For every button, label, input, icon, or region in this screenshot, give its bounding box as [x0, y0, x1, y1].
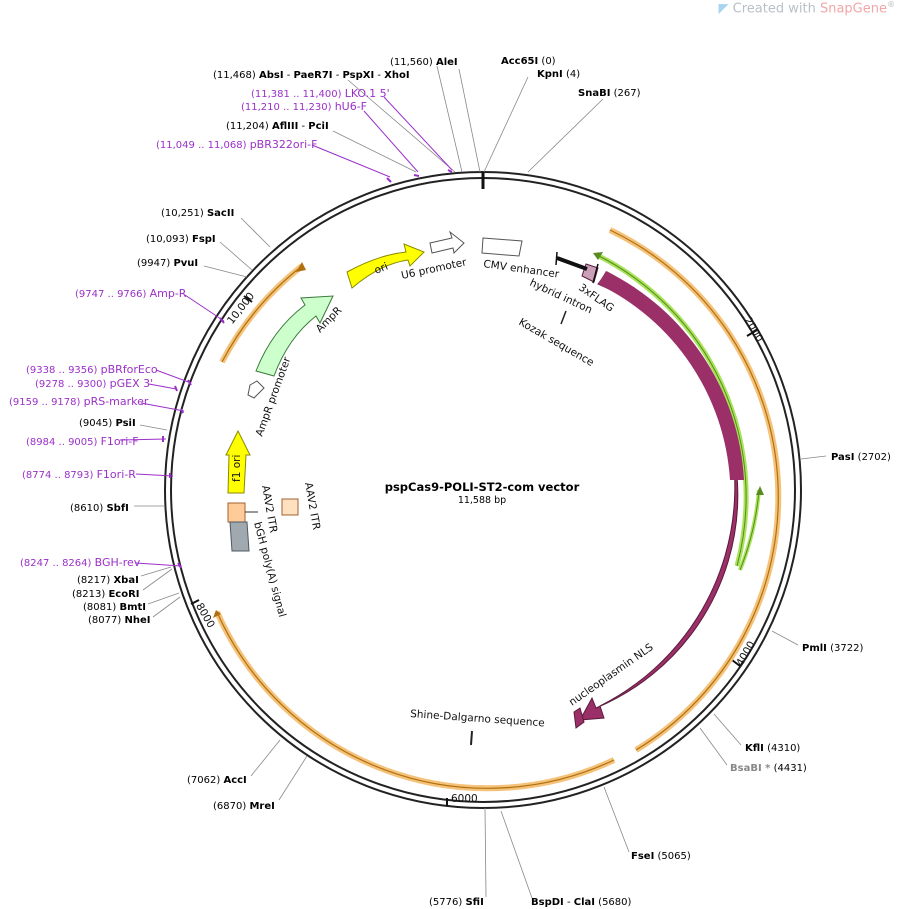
enzyme-site-labels: (11,560) AleI Acc65I (0) KpnI (4) SnaBI …: [70, 56, 891, 908]
plasmid-length: 11,588 bp: [458, 495, 506, 506]
site-pvui: (9947) PvuI: [137, 258, 198, 269]
green-arrow-short-icon: [756, 486, 764, 495]
site-sbfi: (8610) SbfI: [70, 503, 129, 514]
primer-pgex3: (9278 .. 9300) pGEX 3': [35, 377, 153, 390]
site-acci: (7062) AccI: [187, 775, 247, 786]
snapgene-watermark: ◤ Created with SnapGene®: [719, 0, 895, 16]
green-arrow-top-icon: [593, 252, 603, 260]
tick-6000: 6000: [451, 793, 478, 805]
itr-right-label: AAV2 ITR: [302, 481, 322, 530]
primer-ampr: (9747 .. 9766) Amp-R: [75, 287, 187, 300]
watermark-text: Created with: [732, 1, 820, 17]
plasmid-name: pspCas9-POLI-ST2-com vector: [385, 480, 580, 494]
snapgene-logo-icon: ◤: [718, 1, 729, 17]
site-afliii: (11,204) AflIII - PciI: [226, 121, 329, 132]
bgh-label: bGH poly(A) signal: [251, 521, 288, 619]
ampr-feature: [255, 295, 334, 377]
primer-leader-lines: [119, 96, 453, 567]
site-kpni: KpnI (4): [537, 69, 580, 80]
site-bmti: (8081) BmtI: [83, 602, 146, 613]
primer-pbr322: (11,049 .. 11,068) pBR322ori-F: [156, 138, 317, 151]
site-sacii: (10,251) SacII: [161, 208, 234, 219]
site-fsei: FseI (5065): [631, 851, 691, 862]
kozak-marker: [560, 310, 567, 325]
nls-label: nucleoplasmin NLS: [567, 641, 656, 708]
site-mrei: (6870) MreI: [213, 801, 275, 812]
sd-marker: [470, 730, 473, 746]
site-sfii: (5776) SfiI: [429, 897, 484, 908]
tick-2000: 2000: [741, 315, 765, 344]
primer-labels: (11,381 .. 11,400) LKO.1 5' (11,210 .. 1…: [9, 87, 390, 569]
ampr-promoter-feature: [247, 380, 265, 399]
itr-left-feature: [227, 502, 246, 523]
watermark-mark: ®: [887, 0, 895, 9]
site-nhei: (8077) NheI: [88, 615, 150, 626]
site-psii: (9045) PsiI: [79, 418, 136, 429]
site-fspi: (10,093) FspI: [146, 234, 216, 245]
hybrid-intron-bar: [556, 256, 588, 271]
kozak-label: Kozak sequence: [517, 316, 596, 369]
cmv-label: CMV enhancer: [483, 258, 561, 281]
site-bsabi: BsaBI * (4431): [730, 763, 807, 774]
primer-ticks: [162, 169, 453, 569]
primer-f1orir: (8774 .. 8793) F1ori-R: [22, 468, 136, 481]
nls-arrow: [573, 707, 585, 729]
primer-hu6: (11,210 .. 11,230) hU6-F: [241, 100, 367, 113]
site-xbai: (8217) XbaI: [77, 575, 139, 586]
site-kfli: KflI (4310): [745, 743, 800, 754]
site-ecori: (8213) EcoRI: [72, 589, 140, 600]
primer-lko: (11,381 .. 11,400) LKO.1 5': [251, 87, 390, 100]
orf-arrow-bottom-icon: [213, 610, 221, 618]
green-arcs: [593, 252, 764, 571]
site-snabi: SnaBI (267): [578, 88, 641, 99]
site-absi: (11,468) AbsI - PaeR7I - PspXI - XhoI: [213, 70, 410, 81]
site-leader-lines: [134, 65, 827, 899]
site-pmli: PmlI (3722): [802, 643, 863, 654]
f1-ori-label: f1 ori: [231, 455, 243, 482]
u6-feature: [429, 230, 465, 255]
ori-feature: [346, 243, 425, 289]
site-pasi: PasI (2702): [831, 452, 891, 463]
f1-ori-feature: [225, 429, 251, 494]
watermark-brand: SnapGene: [819, 1, 887, 17]
orf-arcs: [213, 227, 782, 792]
primer-pbrforeco: (9338 .. 9356) pBRforEco: [26, 363, 158, 376]
ori-label: ori: [373, 261, 390, 277]
primer-prs: (9159 .. 9178) pRS-marker: [9, 395, 149, 408]
primer-f1orif: (8984 .. 9005) F1ori-F: [26, 435, 139, 448]
cmv-feature: [481, 237, 523, 257]
sd-label: Shine-Dalgarno sequence: [410, 708, 545, 729]
primer-bghrev: (8247 .. 8264) BGH-rev: [20, 556, 141, 569]
site-bspdi: BspDI - ClaI (5680): [531, 897, 632, 908]
flag-tick: [592, 263, 599, 284]
itr-right-feature: [281, 498, 299, 516]
orf-arrow-left-icon: [296, 262, 306, 272]
cas9-arrow: [579, 271, 739, 721]
cas9-label: Cas9: [723, 480, 736, 510]
site-alei: (11,560) AleI: [390, 57, 458, 68]
site-acc65i: Acc65I (0): [501, 56, 556, 67]
cas9-body: [598, 271, 744, 480]
bgh-feature: [229, 521, 250, 552]
orf-arc-right: [608, 227, 782, 753]
